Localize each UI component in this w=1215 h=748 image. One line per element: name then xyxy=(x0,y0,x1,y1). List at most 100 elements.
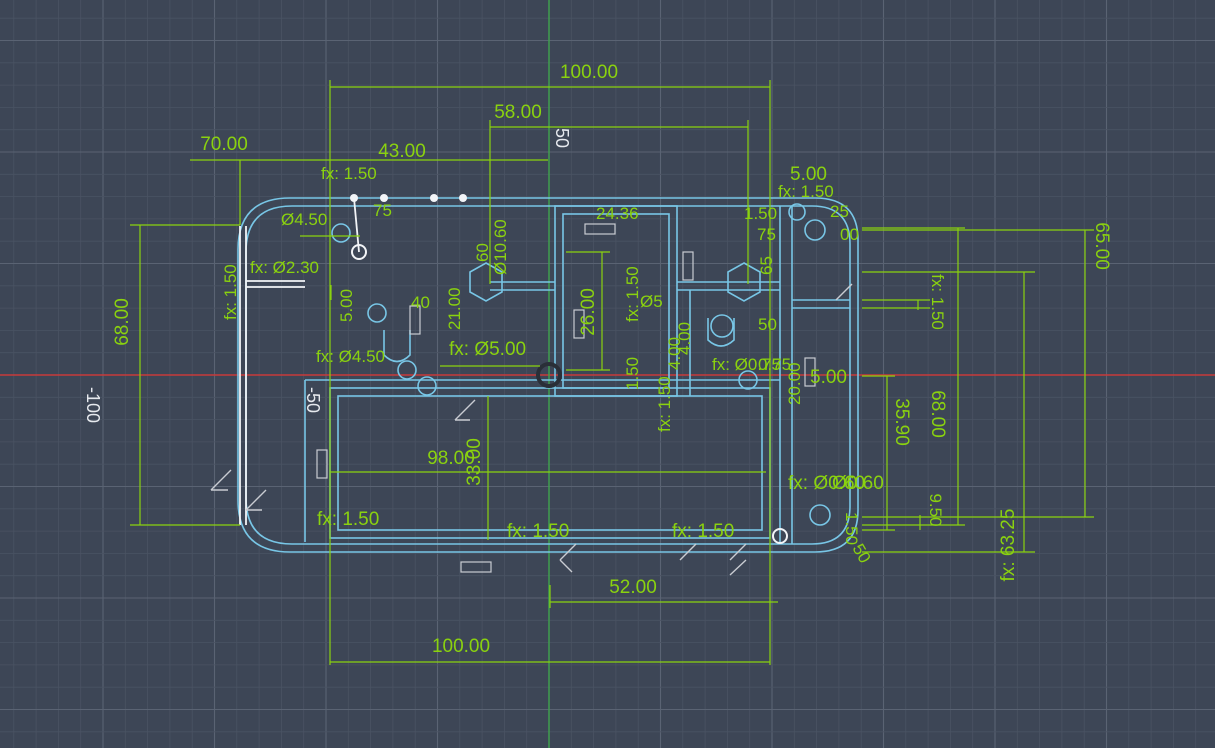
hex-nut-right[interactable] xyxy=(727,262,761,302)
dim-50-right[interactable]: 50 xyxy=(758,315,777,334)
dim-fx-1-50-top[interactable]: fx: 1.50 xyxy=(321,164,377,183)
hole-top-right[interactable] xyxy=(804,219,826,241)
center-compartment-inner[interactable] xyxy=(562,213,670,389)
dim-1-50-br[interactable]: 1.50 xyxy=(842,512,861,545)
dim-left-70[interactable]: 70.00 xyxy=(200,134,248,155)
constraint-horiz-1 xyxy=(460,561,492,573)
hole-left-mid[interactable] xyxy=(367,303,387,323)
slot-right[interactable] xyxy=(707,318,735,347)
dim-fx-dia-left[interactable]: fx: Ø4.50 xyxy=(316,347,385,366)
axis-label-y-minus: -50 xyxy=(303,387,323,413)
dim-33-00[interactable]: 33.00 xyxy=(464,438,485,486)
constraint-vert-4 xyxy=(804,357,816,387)
dim-fx-dia-0-60[interactable]: fx: Ø0.60 xyxy=(788,473,865,494)
dimension-labels[interactable]: 100.00 58.00 70.00 43.00 fx: 1.50 Ø4.50 … xyxy=(112,62,1112,657)
origin-marker[interactable] xyxy=(536,362,562,388)
dim-width-52[interactable]: 52.00 xyxy=(609,577,657,598)
constraint-vert-5 xyxy=(409,305,421,335)
dim-24-36[interactable]: 24.36 xyxy=(596,204,639,223)
axis-label-x-minus: -100 xyxy=(83,387,103,423)
dim-fx-1-50-rvert[interactable]: fx: 1.50 xyxy=(928,274,947,330)
dim-fx-1-50-br[interactable]: fx: 1.50 xyxy=(672,521,734,542)
hole-left-low[interactable] xyxy=(397,360,417,380)
dim-75-right[interactable]: 75 xyxy=(757,225,776,244)
constraint-vert-1 xyxy=(316,449,328,479)
dim-35-90[interactable]: 35.90 xyxy=(891,398,912,446)
dim-40[interactable]: 40 xyxy=(411,293,430,312)
hole-right-low[interactable] xyxy=(738,370,758,390)
dim-fx-dia-5-00[interactable]: fx: Ø5.00 xyxy=(449,339,526,360)
dim-top-58[interactable]: 58.00 xyxy=(494,102,542,123)
dim-60[interactable]: 60 xyxy=(473,243,492,262)
point-b[interactable] xyxy=(380,194,388,202)
dim-fx-1-50-left[interactable]: fx: 1.50 xyxy=(221,264,240,320)
hole-top-right-2[interactable] xyxy=(788,203,806,221)
hole-right-mid[interactable] xyxy=(710,314,734,338)
dim-dia-0-60[interactable]: Ø0.60 xyxy=(832,473,884,494)
constraint-glyphs xyxy=(210,223,853,576)
point-d[interactable] xyxy=(459,194,467,202)
axis-label-y-plus: 50 xyxy=(552,128,572,148)
dim-dia-10-60[interactable]: Ø10.60 xyxy=(491,219,510,275)
dim-1-50-mid[interactable]: 1.50 xyxy=(623,357,642,390)
dimension-lines xyxy=(130,80,1094,665)
dim-fx-dia-2-30[interactable]: fx: Ø2.30 xyxy=(250,258,319,277)
dim-dia-4-50[interactable]: Ø4.50 xyxy=(281,210,327,229)
dim-5-00-mid[interactable]: 5.00 xyxy=(337,289,356,322)
construction-line[interactable] xyxy=(353,197,360,253)
dim-20-00[interactable]: 20.00 xyxy=(785,362,804,405)
dim-width-98[interactable]: 98.00 xyxy=(427,448,475,469)
dim-26-00[interactable]: 26.00 xyxy=(578,288,599,336)
dim-00[interactable]: 00 xyxy=(840,225,859,244)
dim-fx-1-50-bl[interactable]: fx: 1.50 xyxy=(317,509,379,530)
constraint-perp-5 xyxy=(679,543,697,561)
constraint-perp-1 xyxy=(210,469,232,491)
dim-fx-63-25[interactable]: fx: 63.25 xyxy=(998,509,1019,582)
dim-65-right[interactable]: 65 xyxy=(757,256,776,275)
dim-fx-1-50-bm[interactable]: fx: 1.50 xyxy=(507,521,569,542)
dim-5-00-top[interactable]: 5.00 xyxy=(790,164,827,185)
hole-top-left[interactable] xyxy=(331,223,351,243)
hex-nut-left[interactable] xyxy=(469,262,503,302)
dim-75[interactable]: 75 xyxy=(373,201,392,220)
dim-fx-1-50-corner[interactable]: fx: 1.50 xyxy=(778,182,834,201)
dim-1-50-right[interactable]: 1.50 xyxy=(744,204,777,223)
slot-left[interactable] xyxy=(383,330,411,363)
constraint-perp-3 xyxy=(454,399,476,421)
dim-fx-dia-0-75[interactable]: fx: Ø0.75 xyxy=(712,355,781,374)
bay-inner[interactable] xyxy=(337,395,763,531)
constraint-perp-6 xyxy=(729,543,747,576)
dim-25[interactable]: 25 xyxy=(830,202,849,221)
hole-bottom-right[interactable] xyxy=(809,504,831,526)
dim-height-65[interactable]: 65.00 xyxy=(1091,222,1112,270)
dim-height-68-right[interactable]: 68.00 xyxy=(927,390,948,438)
dim-0-75[interactable]: 0.75 xyxy=(758,355,791,374)
point-origin-right[interactable] xyxy=(772,528,788,544)
center-compartment[interactable] xyxy=(554,205,678,397)
dim-top-100[interactable]: 100.00 xyxy=(560,62,618,83)
constraint-vert-3 xyxy=(682,251,694,281)
dim-5-00-right[interactable]: 5.00 xyxy=(810,367,847,388)
dim-4-00[interactable]: 4.00 xyxy=(675,322,694,355)
dim-4-00-mid[interactable]: 4.00 xyxy=(665,337,684,370)
dim-dia-5[interactable]: Ø5 xyxy=(640,292,663,311)
dim-fx-1-50-mid[interactable]: fx: 1.50 xyxy=(623,266,642,322)
outer-profile[interactable] xyxy=(237,197,859,553)
sketch-geometry[interactable] xyxy=(237,194,859,553)
dim-fx-1-50-vert[interactable]: fx: 1.50 xyxy=(655,376,674,432)
dim-9-50[interactable]: 9.50 xyxy=(926,493,945,526)
constraint-horiz-2 xyxy=(584,223,616,235)
constraint-perp-7 xyxy=(835,283,853,301)
point-c[interactable] xyxy=(430,194,438,202)
constraint-vert-2 xyxy=(573,309,585,339)
dim-bottom-100[interactable]: 100.00 xyxy=(432,636,490,657)
dim-21-00[interactable]: 21.00 xyxy=(445,287,464,330)
inner-profile[interactable] xyxy=(245,205,851,545)
constraint-perp-4 xyxy=(559,543,577,573)
dim-height-68-left[interactable]: 68.00 xyxy=(112,298,133,346)
hole-bottom-left[interactable] xyxy=(417,376,437,396)
dim-top-43[interactable]: 43.00 xyxy=(378,141,426,162)
